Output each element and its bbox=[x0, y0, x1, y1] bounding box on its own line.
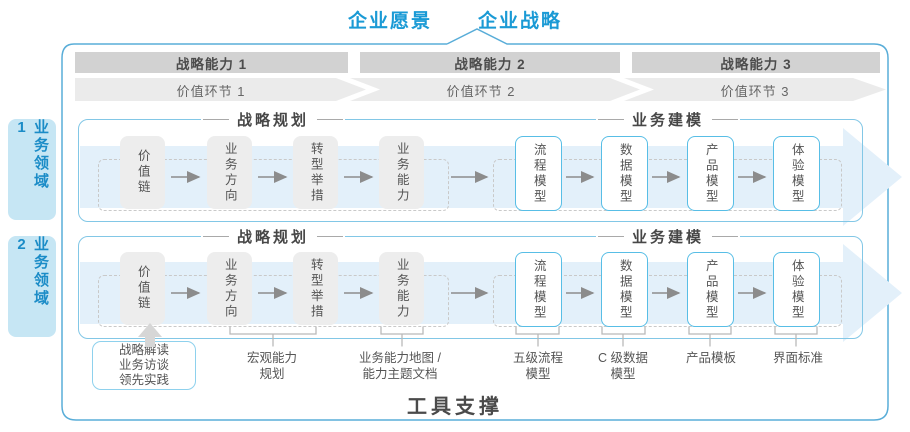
annotation-line: 业务能力地图 / bbox=[359, 351, 441, 365]
vision-title: 企业愿景 bbox=[347, 11, 432, 32]
row1-box-experience-model: 体验模型 bbox=[773, 136, 820, 211]
title-line-left bbox=[202, 118, 229, 120]
section-title-text: 战略规划 bbox=[236, 111, 310, 129]
section-title-text: 战略规划 bbox=[236, 228, 310, 246]
annotation-line: 模型 bbox=[610, 367, 636, 381]
row1-box-business-capability: 业务能力 bbox=[379, 136, 424, 209]
annotation-line: 宏观能力 bbox=[246, 351, 298, 365]
row2-panel bbox=[78, 236, 863, 339]
row2-planning-title: 战略规划 bbox=[200, 227, 346, 246]
row1-modeling-title: 业务建模 bbox=[595, 110, 741, 129]
row1-modeling-dashed-band bbox=[493, 159, 842, 211]
sidebar-domain-1: 业务领域 1 bbox=[8, 119, 56, 220]
annotation-data-model: C 级数据 模型 bbox=[598, 350, 648, 382]
header: 企业愿景 企业战略 bbox=[0, 6, 910, 33]
annotation-line: 业务访谈 bbox=[118, 358, 169, 372]
annotation-product-template: 产品模板 bbox=[686, 350, 736, 366]
annotation-line: 五级流程 bbox=[512, 351, 564, 365]
row2-modeling-title: 业务建模 bbox=[595, 227, 741, 246]
row2-box-process-model: 流程模型 bbox=[515, 252, 562, 327]
annotation-line: 模型 bbox=[525, 367, 551, 381]
value-link-label-2: 价值环节 2 bbox=[446, 84, 516, 99]
title-line-right bbox=[317, 235, 344, 237]
row1-box-process-model: 流程模型 bbox=[515, 136, 562, 211]
annotation-line: 界面标准 bbox=[772, 351, 824, 365]
row2-modeling-dashed-band bbox=[493, 275, 842, 327]
title-line-right bbox=[712, 118, 739, 120]
row2-box-business-direction: 业务方向 bbox=[207, 252, 252, 325]
annotation-macro-capability: 宏观能力 规划 bbox=[247, 350, 297, 382]
capability-bar-3: 战略能力 3 bbox=[632, 52, 880, 73]
row2-box-transformation-initiatives: 转型举措 bbox=[293, 252, 338, 325]
row1-planning-dashed-band bbox=[98, 159, 449, 211]
annotation-line: 战略解读 bbox=[118, 343, 169, 357]
title-line-left bbox=[597, 118, 624, 120]
section-title-text: 业务建模 bbox=[631, 111, 705, 129]
title-line-left bbox=[597, 235, 624, 237]
annotation-capability-map: 业务能力地图 / 能力主题文档 bbox=[359, 350, 441, 382]
row1-box-transformation-initiatives: 转型举措 bbox=[293, 136, 338, 209]
annotation-process-model: 五级流程 模型 bbox=[513, 350, 563, 382]
interview-annotation-box: 战略解读 业务访谈 领先实践 bbox=[92, 341, 196, 390]
annotation-line: 产品模板 bbox=[685, 351, 737, 365]
row1-box-value-chain: 价值链 bbox=[120, 136, 165, 209]
title-line-right bbox=[712, 235, 739, 237]
row1-box-data-model: 数据模型 bbox=[601, 136, 648, 211]
value-link-label-3: 价值环节 3 bbox=[720, 84, 790, 99]
tool-support-label: 工具支撑 bbox=[407, 396, 503, 418]
title-line-left bbox=[202, 235, 229, 237]
sidebar-domain-2: 业务领域 2 bbox=[8, 236, 56, 337]
annotation-ui-standard: 界面标准 bbox=[773, 350, 823, 366]
row1-planning-title: 战略规划 bbox=[200, 110, 346, 129]
strategy-title: 企业战略 bbox=[478, 11, 563, 32]
row2-box-experience-model: 体验模型 bbox=[773, 252, 820, 327]
annotation-line: 领先实践 bbox=[118, 373, 169, 387]
section-title-text: 业务建模 bbox=[631, 228, 705, 246]
row2-box-business-capability: 业务能力 bbox=[379, 252, 424, 325]
row2-box-product-model: 产品模型 bbox=[687, 252, 734, 327]
row2-box-value-chain: 价值链 bbox=[120, 252, 165, 325]
annotation-line: 规划 bbox=[259, 367, 285, 381]
annotation-line: C 级数据 bbox=[597, 351, 649, 365]
title-line-right bbox=[317, 118, 344, 120]
value-link-label-1: 价值环节 1 bbox=[176, 84, 246, 99]
row1-panel bbox=[78, 119, 863, 222]
capability-bar-2: 战略能力 2 bbox=[360, 52, 620, 73]
row2-box-data-model: 数据模型 bbox=[601, 252, 648, 327]
row1-box-product-model: 产品模型 bbox=[687, 136, 734, 211]
row1-box-business-direction: 业务方向 bbox=[207, 136, 252, 209]
annotation-line: 能力主题文档 bbox=[362, 367, 438, 381]
capability-bar-1: 战略能力 1 bbox=[75, 52, 348, 73]
